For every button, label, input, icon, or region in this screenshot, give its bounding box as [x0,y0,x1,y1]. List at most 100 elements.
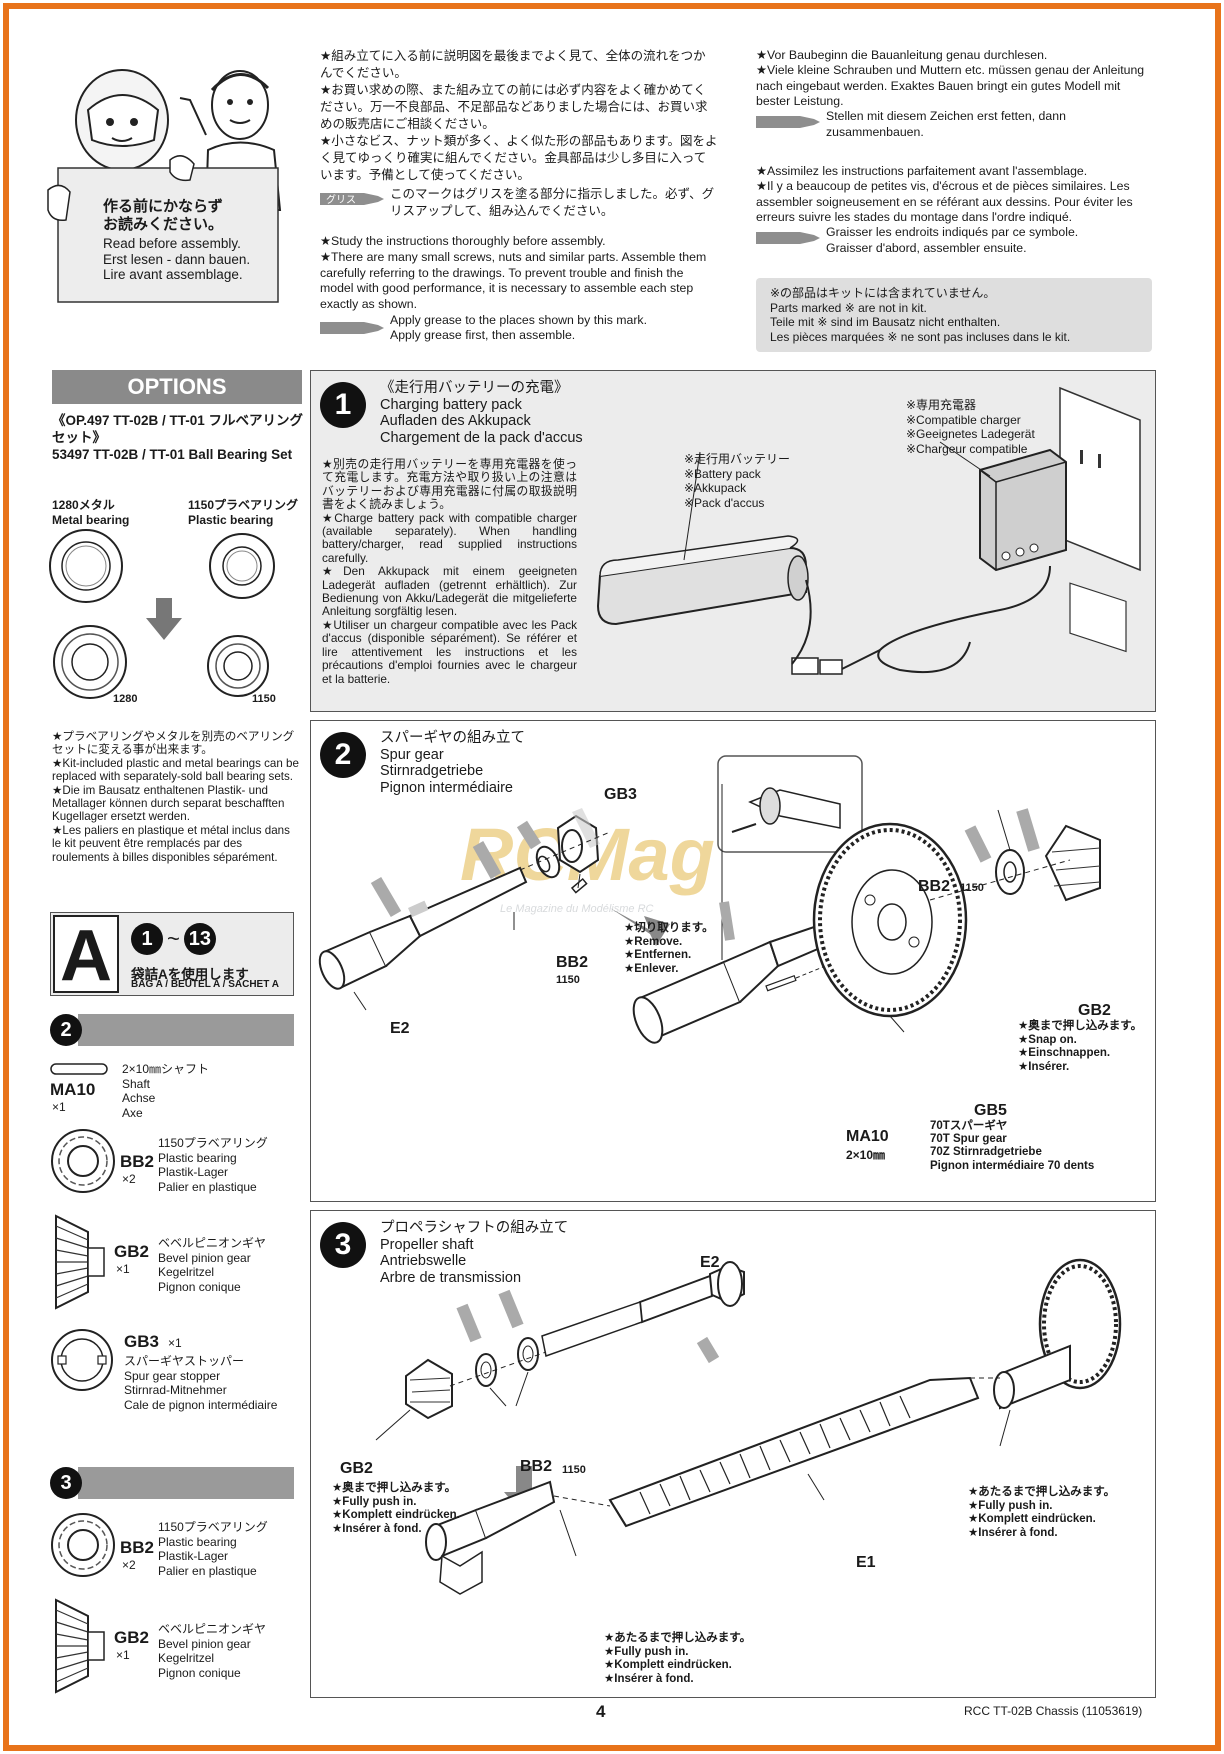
part-qty-gb2: ×1 [116,1262,130,1276]
bag-indicator: A 1 ~ 13 袋詰Aを使用します BAG A / BEUTEL A / SA… [50,912,294,996]
part-qty-gb3: ×1 [168,1336,182,1350]
label-ma10-sub: 2×10㎜ [846,1148,886,1162]
sign-text-multi: Read before assembly. Erst lesen - dann … [103,236,250,283]
shaft-icon [50,1063,108,1075]
label-gb2-step3: GB2 [340,1460,373,1477]
step2-number: 2 [320,732,366,778]
bag-text-ja: 袋詰Aを使用します [131,967,249,982]
step3-number: 3 [320,1222,366,1268]
step-range-start: 1 [131,923,163,955]
label-bb2-left-sub: 1150 [556,974,580,986]
sign-text-de: Erst lesen - dann bauen. [103,251,251,267]
grease-note-fr: Graisser les endroits indiqués par ce sy… [756,225,1156,256]
label-gb5-desc: 70Tスパーギヤ 70T Spur gear 70Z Stirnradgetri… [930,1120,1095,1172]
part-code-bb2: BB2 [120,1538,155,1557]
not-in-kit-note: ※の部品はキットには含まれていません。 Parts marked ※ are n… [756,278,1152,353]
battery-label: ※走行用バッテリー ※Battery pack ※Akkupack ※Pack … [684,452,791,510]
part-qty-gb2: ×1 [116,1648,130,1662]
wall-outlet-icon [1059,386,1141,653]
parts-bar-step2: 2 [50,1013,294,1047]
part-qty-ma10: ×1 [52,1100,66,1114]
label-gb3: GB3 [604,786,637,803]
charger-icon [979,448,1067,572]
cup-joint-e2 [318,866,528,990]
grease-tube-icon [756,232,820,245]
bearing-options-diagram [49,529,275,699]
instructions-col-1: ★組み立てに入る前に説明図を最後までよく見て、全体の流れをつかんでください。 ★… [320,48,718,344]
propeller-shaft-diagram [375,1258,1122,1595]
grease-label: グリス [326,193,356,206]
label-remove: ★切り取ります。 ★Remove. ★Entfernen. ★Enlever. [624,922,714,975]
parts-step-number: 2 [50,1014,82,1046]
instructions-en: ★Study the instructions thoroughly befor… [320,234,707,312]
instructions-ja: ★組み立てに入る前に説明図を最後までよく見て、全体の流れをつかんでください。 ★… [320,49,718,182]
watermark-subtext: Le Magazine du Modélisme RC [500,903,654,915]
options-title-ja: 《OP.497 TT-02B / TT-01 フルベアリングセット》 [52,413,304,445]
spur-gear-assembly-diagram: RCMag Le Magazine du Modélisme RC [318,755,1101,1044]
ball-bearing-1280-icon [53,625,127,699]
bearing-code-1150: 1150 [252,693,276,705]
part-desc-bb2: 1150プラベアリング Plastic bearing Plastik-Lage… [158,1136,268,1194]
page-border [3,3,1221,1751]
bag-text-multi: BAG A / BEUTEL A / SACHET A [131,979,279,990]
step1-body: ★別売の走行用バッテリーを専用充電器を使って充電します。充電方法や取り扱い上の注… [322,457,577,686]
bevel-pinion-gear-icon [55,1598,105,1694]
options-title: 《OP.497 TT-02B / TT-01 フルベアリングセット》 53497… [52,412,304,463]
grease-tube-icon [320,321,384,334]
instructions-de: ★Vor Baubeginn die Bauanleitung genau du… [756,48,1145,108]
part-qty-bb2: ×2 [122,1558,136,1572]
instructions-col-2: ★Vor Baubeginn die Bauanleitung genau du… [756,48,1156,353]
step-range-end: 13 [183,923,216,955]
step1-number: 1 [320,382,366,428]
grease-note-ja: グリス このマークはグリスを塗る部分に指示しました。必ず、グリスアップして、組み… [320,186,718,220]
parts-bar-step3: 3 [50,1466,294,1500]
charging-illustration [596,386,1141,675]
grease-text-de: Stellen mit diesem Zeichen erst fetten, … [826,109,1066,139]
page-number: 4 [596,1702,606,1721]
grease-note-en: Apply grease to the places shown by this… [320,313,718,344]
grease-text-en: Apply grease to the places shown by this… [390,312,647,343]
options-title-en: 53497 TT-02B / TT-01 Ball Bearing Set [52,447,293,462]
bag-step-range: 1 ~ 13 [131,923,216,955]
label-bb2-right: BB2 [918,878,951,895]
options-description: ★プラベアリングやメタルを別売のベアリングセットに変える事が出来ます。 ★Kit… [52,730,299,864]
label-e2: E2 [390,1020,410,1037]
plastic-bearing-part-icon [51,1129,115,1193]
part-code-gb3: GB3 [124,1332,159,1351]
label-bb2-step3-sub: 1150 [562,1464,586,1476]
spur-gear-gb5 [812,822,968,1018]
grease-text-ja: このマークはグリスを塗る部分に指示しました。必ず、グリスアップして、組み込んでく… [390,187,715,218]
part-qty-bb2: ×2 [122,1172,136,1186]
part-code-bb2: BB2 [120,1152,155,1171]
label-push-bottom: ★あたるまで押し込みます。 ★Fully push in. ★Komplett … [604,1632,752,1685]
step2-title: スパーギヤの組み立て Spur gear Stirnradgetriebe Pi… [380,730,525,796]
part-desc-gb2: ベベルピニオンギヤ Bevel pinion gear Kegelritzel … [158,1236,267,1294]
battery-pack-icon [596,535,809,626]
propeller-shaft-e1 [608,1376,1000,1528]
grease-note-de: Stellen mit diesem Zeichen erst fetten, … [756,109,1156,140]
label-ma10: MA10 [846,1128,889,1145]
label-e2-step3: E2 [700,1254,720,1271]
document-title: RCC TT-02B Chassis (11053619) [964,1704,1143,1718]
part-desc-bb2: 1150プラベアリング Plastic bearing Plastik-Lage… [158,1520,268,1578]
assembled-spur-gear [993,1258,1122,1410]
bag-letter: A [53,915,119,995]
mechanics-illustration [47,69,282,303]
part-desc-ma10: 2×10㎜シャフト Shaft Achse Axe [122,1062,210,1120]
label-bb2-right-sub: 1150 [960,882,984,894]
plastic-bearing-label: 1150プラベアリング Plastic bearing [188,498,299,527]
label-gb2: GB2 [1078,1002,1111,1019]
part-code-gb2: GB2 [114,1242,149,1261]
label-bb2-left: BB2 [556,954,589,971]
charger-label: ※専用充電器 ※Compatible charger ※Geeignetes L… [906,398,1035,456]
part-code-gb2: GB2 [114,1628,149,1647]
parts-step-number: 3 [50,1467,82,1499]
metal-bearing-label: 1280メタル Metal bearing [52,498,130,527]
grease-text-fr: Graisser les endroits indiqués par ce sy… [826,225,1079,255]
grease-tube-icon [756,116,820,129]
metal-bearing-icon [49,529,123,603]
down-arrow-icon [146,598,182,640]
label-push-right: ★あたるまで押し込みます。 ★Fully push in. ★Komplett … [968,1486,1116,1539]
part-code-ma10: MA10 [50,1080,96,1099]
bevel-pinion-gear-icon [55,1214,105,1310]
